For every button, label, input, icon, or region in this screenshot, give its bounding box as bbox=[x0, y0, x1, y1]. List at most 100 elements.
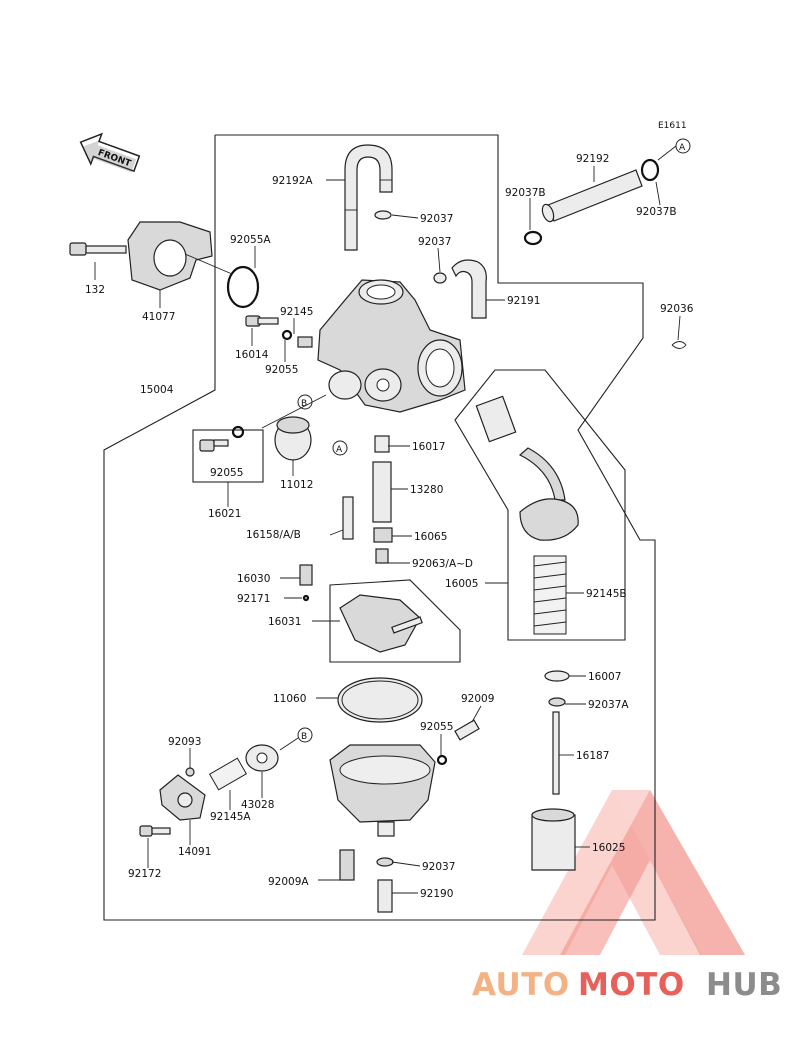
label-13280: 13280 bbox=[410, 484, 443, 496]
label-16014: 16014 bbox=[235, 349, 269, 361]
diagram-code: E1611 bbox=[658, 121, 687, 131]
screw-16014 bbox=[245, 315, 279, 327]
oring-92055-16021 bbox=[231, 425, 245, 439]
jet-92063 bbox=[375, 548, 389, 564]
label-92037B-left: 92037B bbox=[505, 187, 546, 199]
label-92063: 92063/A~D bbox=[412, 558, 473, 570]
label-92145A: 92145A bbox=[210, 811, 251, 823]
label-92171: 92171 bbox=[237, 593, 270, 605]
label-14091: 14091 bbox=[178, 846, 211, 858]
label-92172: 92172 bbox=[128, 868, 161, 880]
watermark-logo bbox=[522, 790, 745, 955]
label-16021: 16021 bbox=[208, 508, 241, 520]
label-92093: 92093 bbox=[168, 736, 201, 748]
oring-92055 bbox=[281, 329, 293, 341]
jet-16065 bbox=[373, 527, 393, 543]
callout-b-lower: B bbox=[297, 727, 313, 743]
clip-92037-top bbox=[374, 210, 392, 220]
label-92037A: 92037A bbox=[588, 699, 629, 711]
label-92145B: 92145B bbox=[586, 588, 627, 600]
front-arrow-icon: FRONT bbox=[79, 132, 141, 173]
subassembly-frame-16005 bbox=[454, 369, 626, 641]
label-15004: 15004 bbox=[140, 384, 174, 396]
label-92055-bowl: 92055 bbox=[420, 721, 453, 733]
label-92145: 92145 bbox=[280, 306, 313, 318]
screw-16021 bbox=[199, 439, 229, 452]
label-92037B-right: 92037B bbox=[636, 206, 677, 218]
bolt-132 bbox=[69, 242, 127, 256]
label-92190: 92190 bbox=[420, 888, 453, 900]
label-16007: 16007 bbox=[588, 671, 621, 683]
carburetor-body bbox=[317, 279, 466, 413]
pilot-screw-16030 bbox=[299, 564, 313, 586]
part-number-labels: 92192A 92037 92037 92191 92192 92037B 92… bbox=[85, 153, 694, 900]
screw-92172 bbox=[139, 825, 171, 837]
label-92009: 92009 bbox=[461, 693, 494, 705]
subassembly-frame-16031 bbox=[329, 579, 461, 663]
svg-text:A: A bbox=[336, 445, 343, 455]
slide-16025 bbox=[531, 814, 576, 871]
jet-needle-16158 bbox=[342, 496, 354, 540]
gasket-11060 bbox=[337, 677, 423, 723]
label-92009A: 92009A bbox=[268, 876, 309, 888]
spring-92145A bbox=[208, 757, 248, 791]
callout-a-top: A bbox=[675, 138, 691, 154]
float-16031 bbox=[339, 594, 421, 653]
bowl-drain bbox=[377, 821, 395, 837]
clip-92037A bbox=[548, 697, 566, 707]
spring-92145B bbox=[533, 555, 567, 635]
callout-b-body: B bbox=[297, 394, 313, 410]
label-92192A: 92192A bbox=[272, 175, 313, 187]
label-92192: 92192 bbox=[576, 153, 609, 165]
jet-16017 bbox=[374, 435, 390, 453]
oring-92055A bbox=[226, 265, 260, 309]
label-16031: 16031 bbox=[268, 616, 301, 628]
watermark-text: AUTO MOTO HUB bbox=[472, 967, 782, 1003]
clip-92037B-right bbox=[640, 158, 660, 182]
clip-92037-mid bbox=[433, 272, 447, 284]
washer-92093 bbox=[185, 767, 195, 777]
svg-text:B: B bbox=[301, 399, 307, 409]
label-43028: 43028 bbox=[241, 799, 274, 811]
needle-valve-92009 bbox=[454, 719, 480, 741]
label-92191: 92191 bbox=[507, 295, 540, 307]
oring-92055-bowl bbox=[436, 754, 448, 766]
emulsion-tube-13280 bbox=[372, 461, 392, 523]
label-92037-mid: 92037 bbox=[418, 236, 451, 248]
screw-92009A bbox=[339, 849, 355, 881]
hose-92190 bbox=[377, 879, 393, 913]
clip-92037B-left bbox=[523, 230, 543, 246]
svg-text:A: A bbox=[679, 143, 686, 153]
label-11012: 11012 bbox=[280, 479, 313, 491]
label-16187: 16187 bbox=[576, 750, 609, 762]
hose-92192A bbox=[344, 144, 393, 251]
hose-92191 bbox=[451, 259, 487, 319]
watermark-part1: AUTO bbox=[472, 967, 570, 1003]
label-92037-bottom: 92037 bbox=[422, 861, 455, 873]
label-16158: 16158/A/B bbox=[246, 529, 301, 541]
label-16030: 16030 bbox=[237, 573, 270, 585]
label-16065: 16065 bbox=[414, 531, 447, 543]
label-132: 132 bbox=[85, 284, 105, 296]
main-frame bbox=[103, 134, 656, 921]
label-92055A: 92055A bbox=[230, 234, 271, 246]
clip-92037-bottom bbox=[376, 857, 394, 867]
label-41077: 41077 bbox=[142, 311, 175, 323]
label-92037-top: 92037 bbox=[420, 213, 453, 225]
screw-92145 bbox=[297, 336, 313, 348]
label-92055: 92055 bbox=[265, 364, 298, 376]
label-92055-16021: 92055 bbox=[210, 467, 243, 479]
svg-text:B: B bbox=[301, 732, 307, 742]
label-16025: 16025 bbox=[592, 842, 625, 854]
oring-92171 bbox=[302, 594, 310, 602]
hose-92192 bbox=[541, 169, 643, 223]
leader-lines bbox=[94, 145, 681, 894]
watermark-part3: HUB bbox=[706, 967, 782, 1003]
watermark-part2: MOTO bbox=[578, 967, 685, 1003]
label-16005: 16005 bbox=[445, 578, 478, 590]
slide-16005 bbox=[475, 395, 579, 541]
label-11060: 11060 bbox=[273, 693, 306, 705]
clip-92036 bbox=[671, 341, 687, 349]
callout-a-body: A bbox=[332, 440, 348, 456]
